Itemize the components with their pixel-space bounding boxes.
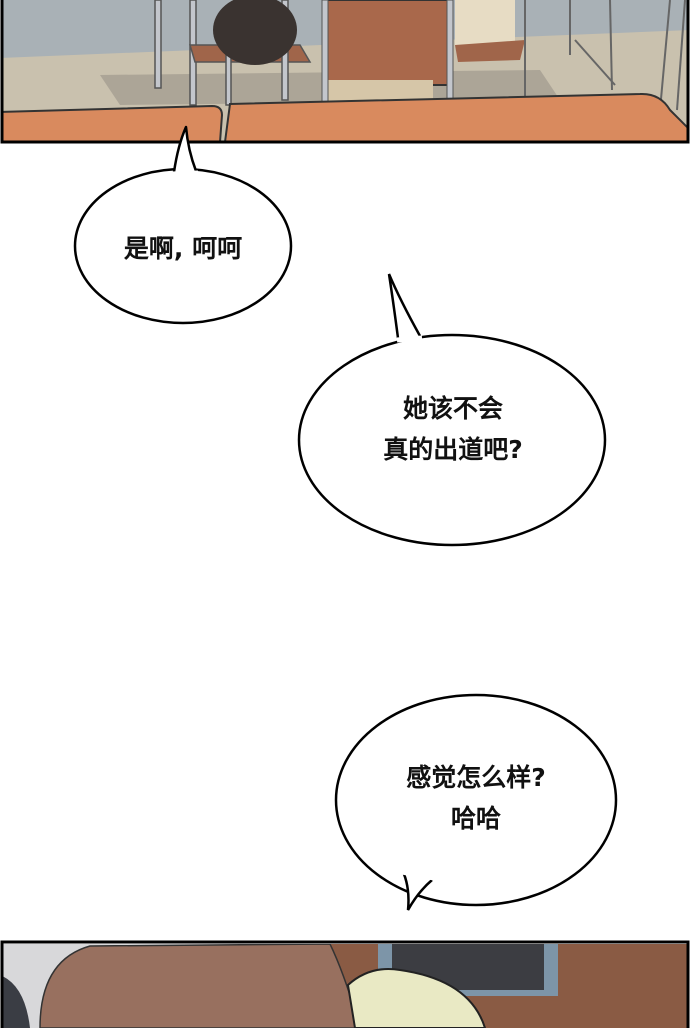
dark-shoulder	[3, 976, 30, 1028]
bubble-1-line-1: 是啊, 呵呵	[123, 234, 243, 263]
cloth	[455, 0, 515, 45]
bubble-1-text: 是啊, 呵呵	[75, 228, 291, 269]
speech-bubble-2	[297, 273, 607, 547]
desk	[3, 92, 687, 141]
bag	[213, 0, 297, 65]
top-panel-classroom	[0, 0, 690, 144]
bubble-3-line-2: 哈哈	[450, 804, 501, 833]
bubble-2-text: 她该不会 真的出道吧?	[300, 388, 606, 470]
chair-right	[524, 0, 686, 111]
brown-hair	[39, 944, 361, 1028]
bubble-2-line-2: 真的出道吧?	[383, 435, 523, 464]
bubble-3-text: 感觉怎么样? 哈哈	[336, 757, 616, 839]
bubble-3-line-1: 感觉怎么样?	[406, 763, 546, 792]
bottom-panel-characters	[0, 940, 690, 1028]
speech-bubble-3	[334, 693, 618, 911]
bubble-2-line-1: 她该不会	[402, 394, 503, 423]
panel-border	[0, 940, 690, 1028]
chair-seat-right	[455, 40, 525, 62]
speech-bubble-1	[73, 125, 293, 325]
panel-border	[0, 0, 690, 144]
blonde-hair	[346, 968, 487, 1028]
